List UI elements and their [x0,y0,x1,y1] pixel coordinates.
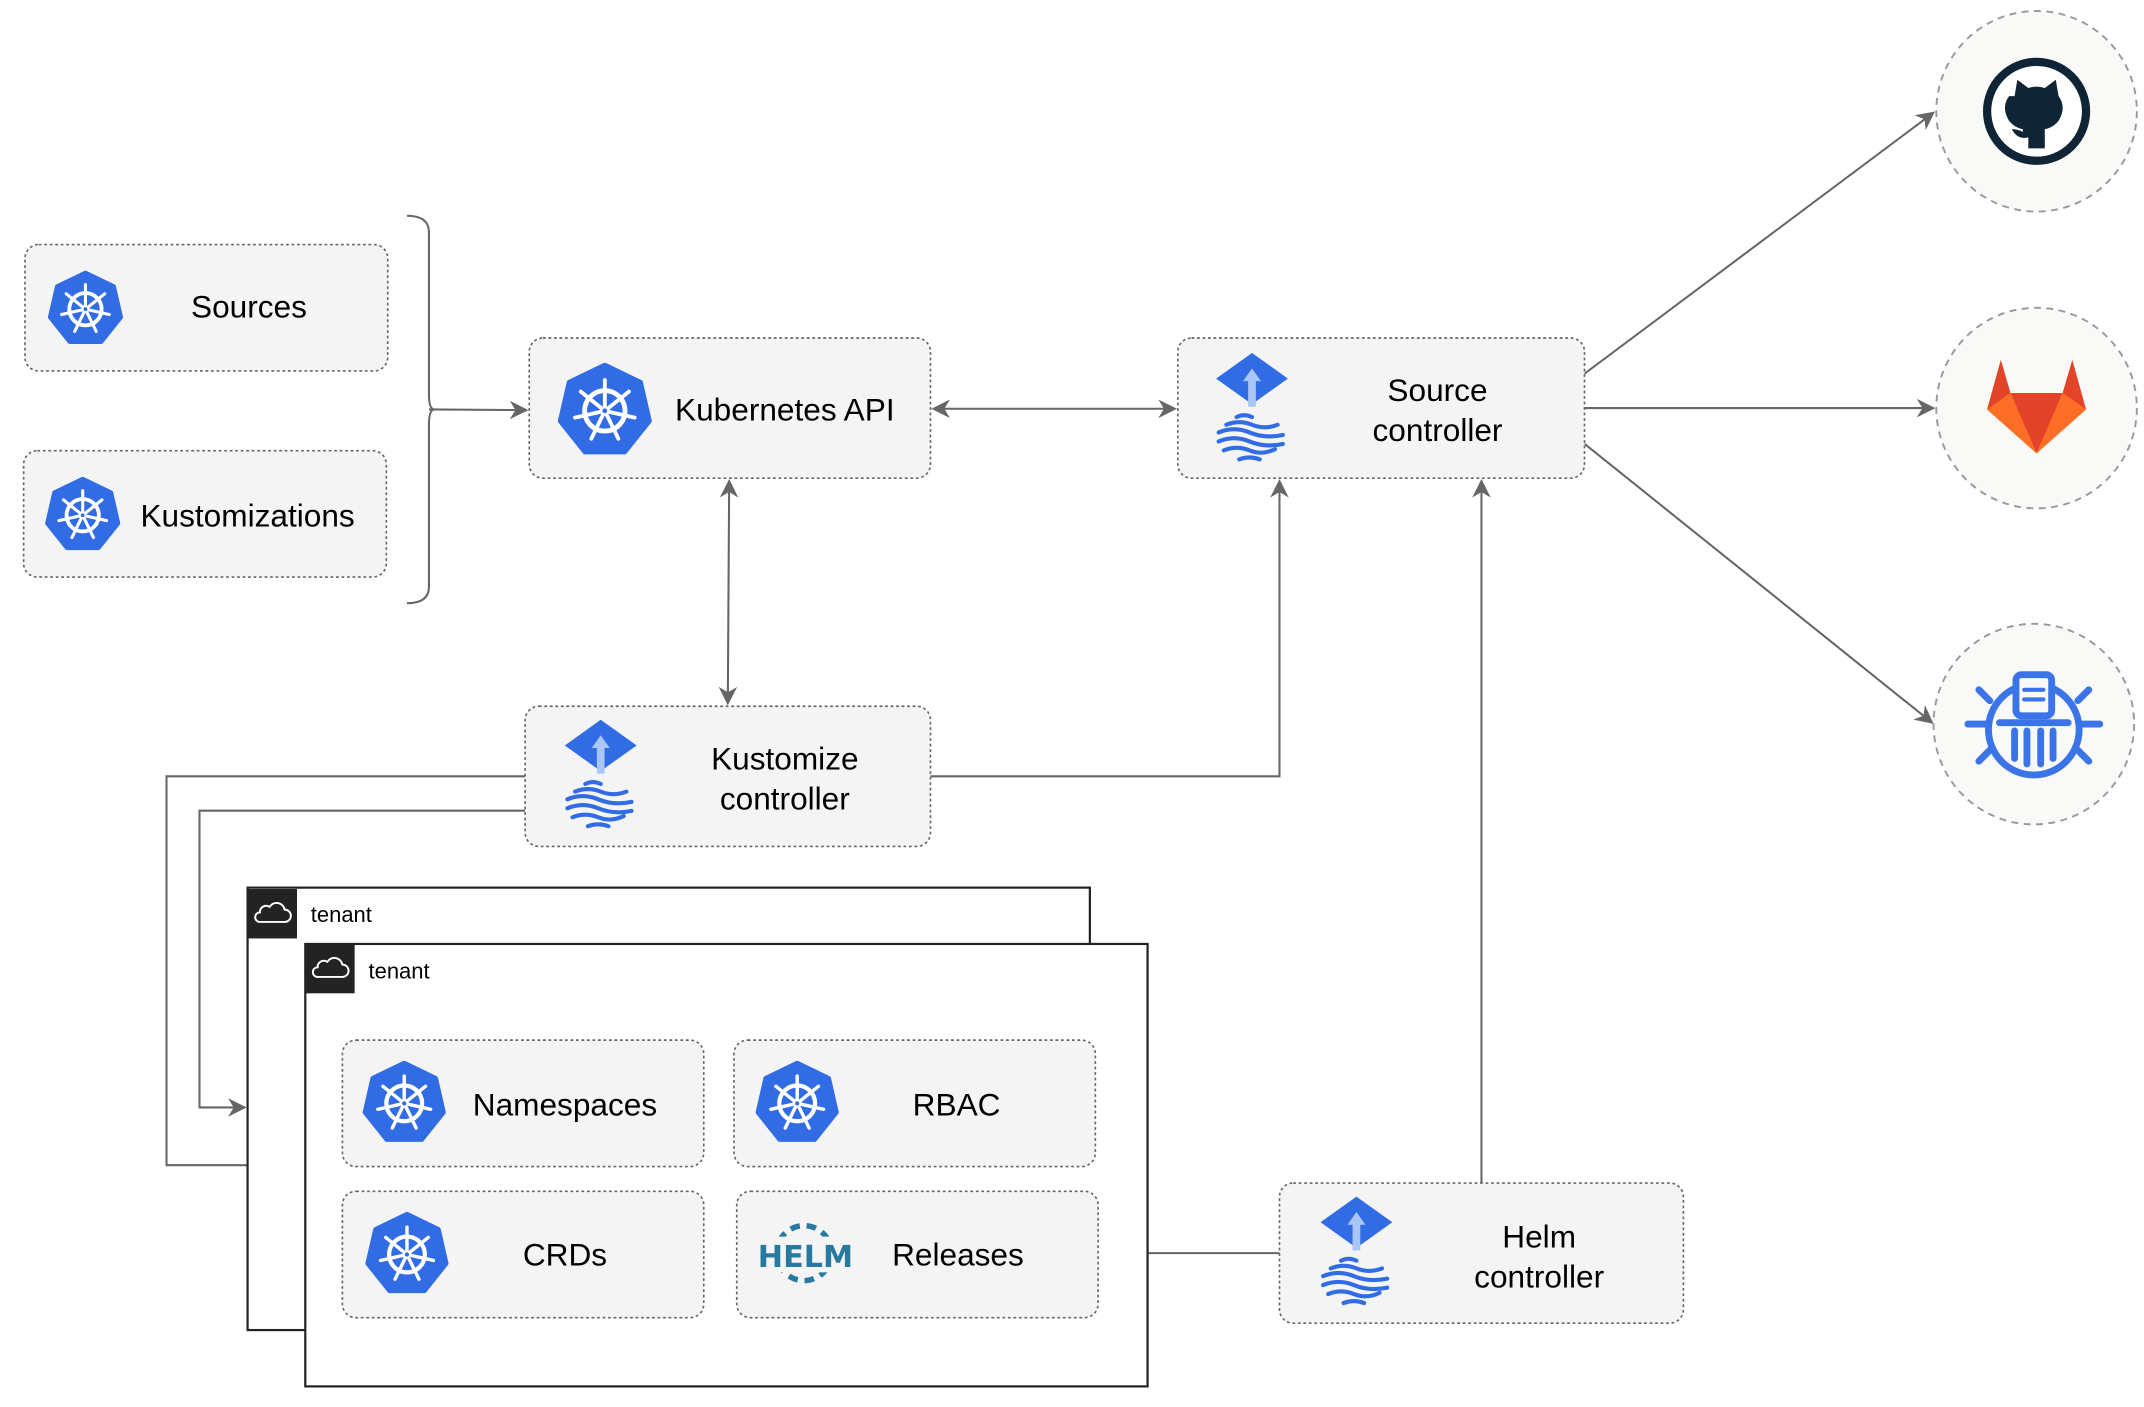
namespaces-label: Namespaces [473,1087,657,1123]
edge-kubernetes-api-kustomize-controller [718,479,739,706]
bucket-icon [1964,671,2104,779]
sources-label: Sources [191,288,307,324]
helm-icon: HELM [758,1222,853,1284]
source-controller-label-2: controller [1373,412,1503,448]
kustomize-controller-label-2: controller [720,780,850,816]
edge-kustomize-to-tenant-back [198,809,526,1117]
crds-node[interactable]: CRDs [341,1190,705,1319]
helm-controller-label-2: controller [1474,1258,1604,1294]
edge-source-to-bucket [1583,443,1934,724]
bucket-source[interactable] [1932,622,2136,826]
rbac-node[interactable]: RBAC [733,1039,1097,1168]
kubernetes-api-label: Kubernetes API [675,391,895,427]
kustomize-controller-node[interactable]: Kustomize controller [524,705,932,848]
namespaces-node[interactable]: Namespaces [341,1039,705,1168]
edge-kustomize-to-source-controller [930,479,1289,778]
source-controller-label-1: Source [1387,372,1487,408]
helm-controller-label-1: Helm [1502,1219,1576,1255]
helm-controller-node[interactable]: Helm controller [1278,1182,1685,1325]
kubernetes-icon [365,1063,443,1139]
kubernetes-icon [758,1063,836,1139]
kubernetes-icon [561,366,649,452]
tenant-label: tenant [311,902,372,927]
edges [165,111,1936,1263]
kustomizations-label: Kustomizations [140,497,354,533]
gitlab-source[interactable] [1935,306,2138,510]
edge-source-to-github [1583,111,1935,375]
crds-label: CRDs [523,1236,607,1272]
cloud-icon [305,943,355,994]
kustomizations-node[interactable]: Kustomizations [22,449,388,578]
edge-kustomize-to-tenant-front [165,775,526,1175]
source-controller-node[interactable]: Source controller [1176,337,1586,479]
github-source[interactable] [1935,10,2138,213]
gitlab-icon [1987,359,2087,454]
kustomize-controller-label-1: Kustomize [711,740,858,776]
edge-crds-to-kubernetes-api [428,400,529,420]
releases-label: Releases [892,1236,1024,1272]
kubernetes-icon [368,1214,446,1290]
releases-node[interactable]: HELM Releases [735,1190,1099,1319]
kubernetes-icon [50,273,120,342]
cloud-icon [247,887,298,940]
tenant-label: tenant [369,958,430,983]
rbac-label: RBAC [913,1087,1001,1123]
github-icon [1982,57,2091,165]
sources-node[interactable]: Sources [24,243,389,372]
kubernetes-icon [47,479,117,548]
tenant-front[interactable]: tenant Namespaces RBAC CRDs HELM Release… [304,942,1149,1388]
kubernetes-api-node[interactable]: Kubernetes API [528,337,932,479]
helm-logo-text: HELM [758,1240,853,1275]
